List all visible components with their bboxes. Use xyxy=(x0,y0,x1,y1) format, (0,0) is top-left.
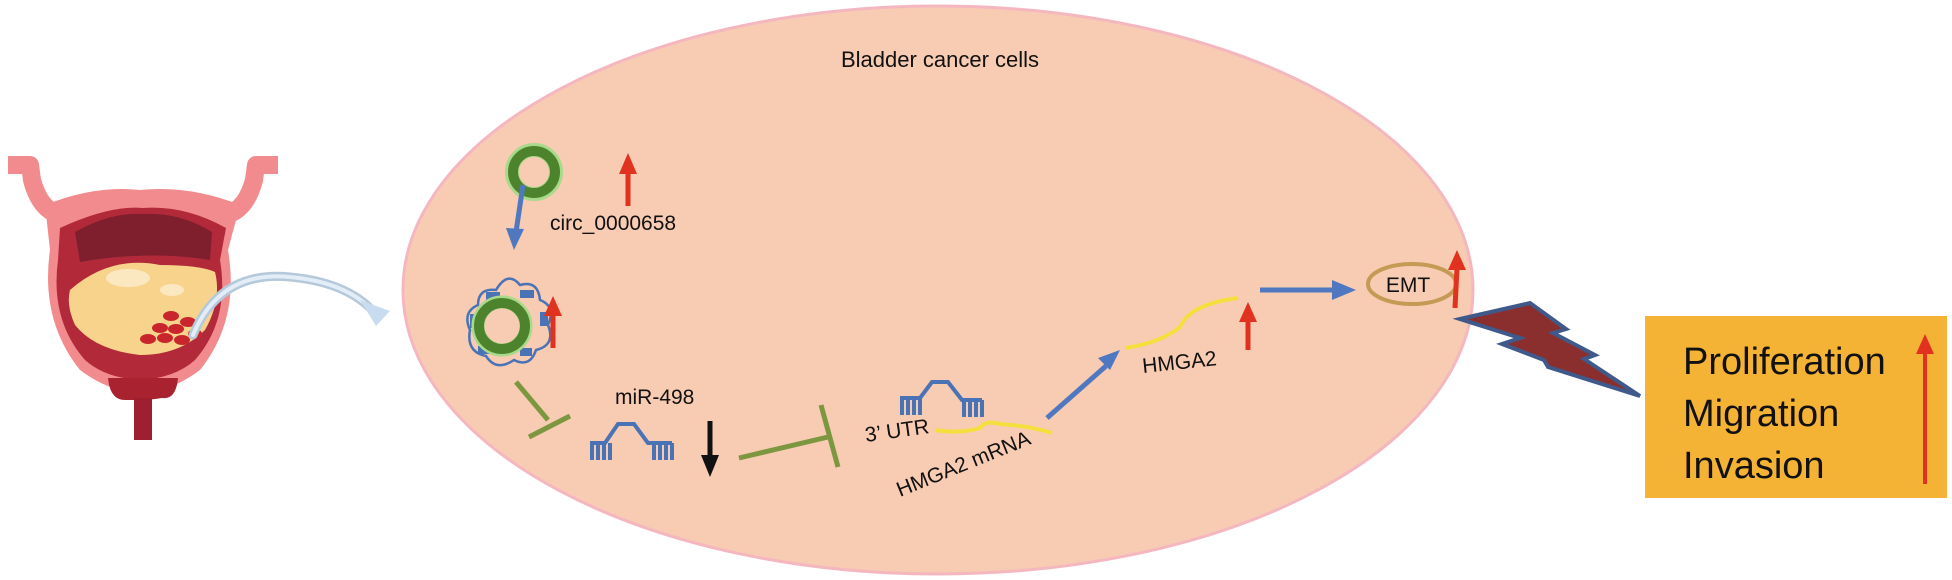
mrna-strand xyxy=(934,420,1053,435)
activation-arrow-2 xyxy=(1045,350,1120,420)
transfer-arrow xyxy=(188,271,390,340)
outcome-invasion: Invasion xyxy=(1683,445,1825,487)
outcome-proliferation: Proliferation xyxy=(1683,341,1886,383)
cancer-cell xyxy=(401,4,1475,576)
mirna-icon xyxy=(590,422,674,460)
circ-up-arrow-icon xyxy=(619,153,637,206)
bladder-illustration xyxy=(8,156,278,440)
mir-label: miR-498 xyxy=(615,386,694,409)
outcome-up-arrow-icon xyxy=(1916,334,1934,484)
urine-highlight-small xyxy=(160,284,184,296)
circ-label: circ_0000658 xyxy=(550,212,676,235)
bladder-neck xyxy=(108,378,178,400)
circrna-icon xyxy=(505,143,563,201)
outcome-migration: Migration xyxy=(1683,393,1840,435)
hmga2-up-arrow-icon xyxy=(1239,302,1257,350)
urine-highlight xyxy=(106,269,150,287)
outcome-box: Proliferation Migration Invasion xyxy=(1645,316,1947,498)
bound-mirna-icon xyxy=(900,380,984,417)
inhibition-line-2 xyxy=(738,404,841,468)
bladder-cavity xyxy=(75,213,212,262)
urethra xyxy=(134,398,152,440)
emt-up-arrow-icon xyxy=(1448,250,1466,309)
emt-label: EMT xyxy=(1386,274,1431,297)
lightning-bolt-icon xyxy=(1452,300,1642,398)
activation-arrow-3 xyxy=(1260,280,1356,300)
circrna-sponge-complex-icon xyxy=(466,277,552,367)
mir-down-arrow-icon xyxy=(701,421,719,477)
outcome-list: Proliferation Migration Invasion xyxy=(1683,336,1886,492)
activation-arrow-1 xyxy=(506,184,526,250)
complex-up-arrow-icon xyxy=(544,296,562,348)
cell-title: Bladder cancer cells xyxy=(841,47,1039,72)
hmga2-strand xyxy=(1124,296,1239,350)
inhibition-line-1 xyxy=(514,380,572,440)
